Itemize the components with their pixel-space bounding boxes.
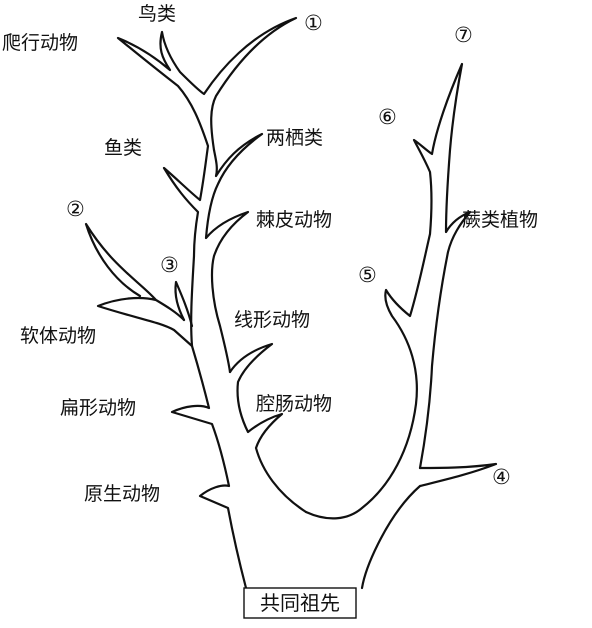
- root-node: 共同祖先: [243, 587, 357, 619]
- number-markers: ① ② ③ ④ ⑤ ⑥ ⑦: [66, 11, 511, 489]
- label-flatworms: 扁形动物: [60, 397, 136, 419]
- curve-cnidarian: [304, 62, 472, 520]
- marker-7: ⑦: [454, 23, 473, 47]
- marker-1: ①: [304, 11, 323, 35]
- marker-3: ③: [160, 253, 179, 277]
- label-reptiles: 爬行动物: [2, 32, 78, 54]
- label-amphibians: 两栖类: [266, 127, 323, 149]
- stem-left-inner: [204, 132, 264, 374]
- tree-branches: [84, 16, 498, 590]
- label-echinoderms: 棘皮动物: [256, 209, 332, 231]
- marker-4: ④: [492, 465, 511, 489]
- label-nematodes: 线形动物: [234, 309, 310, 331]
- spur-four: [360, 462, 498, 590]
- label-cnidarians: 腔肠动物: [256, 393, 332, 415]
- label-ferns: 蕨类植物: [462, 209, 538, 231]
- marker-6: ⑥: [378, 105, 397, 129]
- spur-mollusk-notch: [174, 280, 194, 328]
- root-box: [243, 587, 357, 619]
- label-mollusks: 软体动物: [20, 325, 96, 347]
- marker-2: ②: [66, 197, 85, 221]
- spur-nematode: [228, 342, 308, 514]
- root-label: 共同祖先: [260, 591, 340, 615]
- stem-left-upper: [116, 16, 298, 348]
- label-protozoa: 原生动物: [84, 483, 160, 505]
- marker-5: ⑤: [358, 263, 377, 287]
- label-fish: 鱼类: [104, 137, 142, 159]
- taxa-labels: 爬行动物 鸟类 鱼类 两栖类 棘皮动物 软体动物 线形动物 扁形动物 腔肠动物 …: [2, 3, 538, 505]
- label-birds: 鸟类: [138, 3, 176, 25]
